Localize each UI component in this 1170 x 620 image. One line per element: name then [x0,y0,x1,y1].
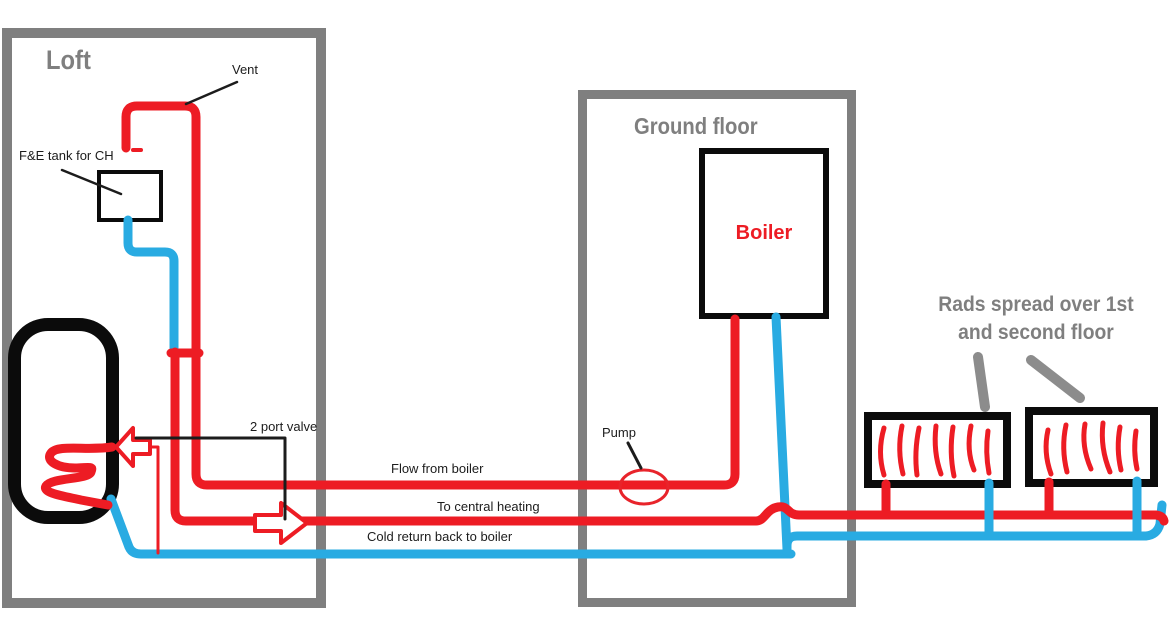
flow-from-boiler-label: Flow from boiler [391,461,484,476]
rads-pointer-stroke-2 [1026,355,1085,403]
rads-title-line2: and second floor [958,321,1114,344]
rads-title: Rads spread over 1st and second floor [931,291,1141,347]
radiator-1 [864,412,1011,488]
rads-pointer-stroke-1 [973,352,990,412]
boiler-box [699,148,829,319]
cold-return-label: Cold return back to boiler [367,529,513,544]
hot-water-cylinder [8,318,119,524]
radiator-2 [1025,407,1158,487]
rads-title-line1: Rads spread over 1st [938,293,1134,316]
fe-tank-box [97,170,163,222]
to-central-heating-label: To central heating [437,499,540,514]
